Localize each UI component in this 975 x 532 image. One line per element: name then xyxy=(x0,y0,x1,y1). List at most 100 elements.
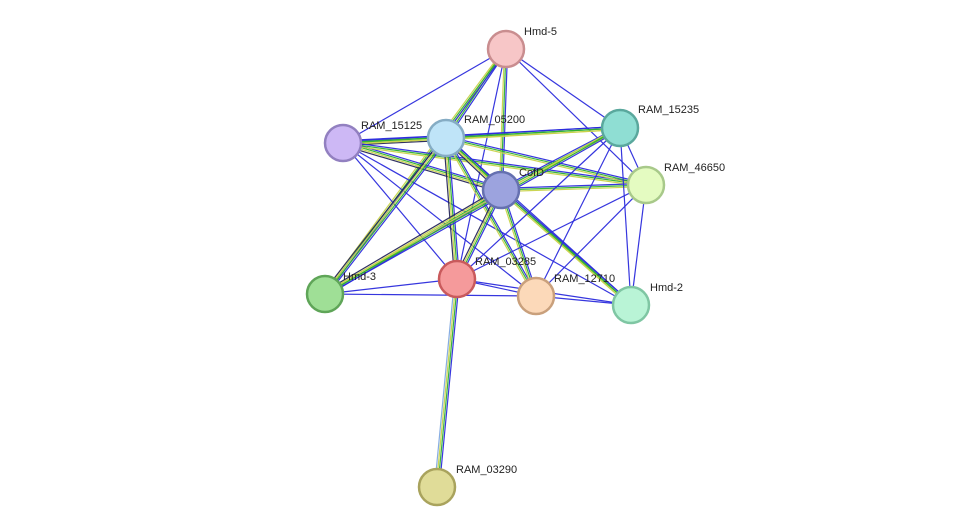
edge-line-yellow xyxy=(499,190,631,307)
node-ram15235[interactable]: RAM_15235 xyxy=(600,104,699,148)
edge-line-blue xyxy=(447,137,460,279)
node-circle[interactable] xyxy=(611,285,651,325)
node-circle[interactable] xyxy=(323,123,363,163)
node-ram15125[interactable]: RAM_15125 xyxy=(323,120,422,163)
edge-line-blue xyxy=(456,127,621,280)
edge-line-blue xyxy=(342,48,507,144)
node-circle[interactable] xyxy=(516,276,556,316)
node-label: Hmd-5 xyxy=(524,26,557,38)
node-circle[interactable] xyxy=(417,467,457,507)
edge-line-blue xyxy=(535,127,621,297)
edge-hmd5-ram15235[interactable] xyxy=(505,48,621,129)
edge-line-green xyxy=(445,137,537,297)
edge-ram03285-ram03290[interactable] xyxy=(434,278,460,488)
edge-line-blue xyxy=(456,184,647,280)
edge-line-yellow xyxy=(323,137,446,294)
edge-hmd5-ram15125[interactable] xyxy=(342,48,507,144)
node-label: RAM_03285 xyxy=(475,256,536,268)
node-ram03285[interactable]: RAM_03285 xyxy=(437,256,536,299)
edge-line-yellow xyxy=(446,128,621,141)
node-cofd[interactable]: CofD xyxy=(481,167,544,210)
edge-ram15235-hmd3[interactable] xyxy=(323,126,622,296)
edge-line-lightblue xyxy=(434,278,456,487)
node-label: Hmd-3 xyxy=(343,271,376,283)
node-circle[interactable] xyxy=(305,274,345,314)
edge-ram15235-ram12710[interactable] xyxy=(535,127,621,297)
edge-ram46650-hmd2[interactable] xyxy=(630,184,647,306)
edge-ram15125-ram03285[interactable] xyxy=(342,142,458,280)
edge-line-green xyxy=(325,138,448,295)
node-circle[interactable] xyxy=(426,118,466,158)
node-label: RAM_03290 xyxy=(456,464,517,476)
edge-line-blue xyxy=(630,184,647,306)
node-circle[interactable] xyxy=(486,29,526,69)
edge-ram15125-ram12710[interactable] xyxy=(342,142,537,297)
node-label: RAM_15125 xyxy=(361,120,422,132)
edge-line-yellow xyxy=(323,126,620,294)
edge-line-blue xyxy=(501,188,633,305)
node-ram05200[interactable]: RAM_05200 xyxy=(426,114,525,158)
node-circle[interactable] xyxy=(437,259,477,299)
edge-cofd-hmd2[interactable] xyxy=(499,188,633,307)
edge-ram05200-ram03285[interactable] xyxy=(443,137,460,280)
edge-line-blue xyxy=(324,278,458,295)
edge-line-yellow xyxy=(444,138,457,280)
edge-line-blue xyxy=(326,139,449,296)
edge-line-blue xyxy=(324,293,537,297)
edge-line-green xyxy=(446,137,459,279)
node-label: RAM_46650 xyxy=(664,162,725,174)
edge-ram05200-ram15235[interactable] xyxy=(445,125,621,141)
edge-line-green xyxy=(324,127,621,295)
edge-line-blue xyxy=(446,135,647,185)
edge-line-yellow xyxy=(501,185,647,193)
edge-line-blue xyxy=(446,136,538,296)
node-ram46650[interactable]: RAM_46650 xyxy=(626,162,725,205)
node-label: Hmd-2 xyxy=(650,282,683,294)
edge-ram46650-ram03285[interactable] xyxy=(456,184,647,280)
node-hmd3[interactable]: Hmd-3 xyxy=(305,271,376,314)
network-nodes: Hmd-5 RAM_15235 RAM_15125 RAM_05200 CofD… xyxy=(305,26,725,507)
node-hmd2[interactable]: Hmd-2 xyxy=(611,282,683,325)
edge-line-navy xyxy=(443,138,456,280)
edge-line-green xyxy=(445,127,621,139)
edge-ram46650-ram12710[interactable] xyxy=(535,184,647,297)
edge-line-green xyxy=(445,137,647,186)
node-ram03290[interactable]: RAM_03290 xyxy=(417,464,517,507)
edge-line-blue xyxy=(505,48,621,129)
node-circle[interactable] xyxy=(626,165,666,205)
node-label: CofD xyxy=(519,167,544,179)
edge-line-blue xyxy=(499,126,620,190)
edge-line-blue xyxy=(438,279,460,488)
edge-line-yellow xyxy=(445,138,646,188)
node-ram12710[interactable]: RAM_12710 xyxy=(516,273,615,316)
edge-line-yellow xyxy=(435,278,457,487)
edge-ram05200-ram46650[interactable] xyxy=(445,135,647,188)
node-circle[interactable] xyxy=(600,108,640,148)
edge-line-green xyxy=(437,279,459,488)
node-label: RAM_12710 xyxy=(554,273,615,285)
edge-line-green xyxy=(500,184,647,191)
edge-line-blue xyxy=(535,184,647,297)
edge-line-blue xyxy=(325,128,622,296)
edge-ram15235-hmd2[interactable] xyxy=(619,127,632,306)
edge-hmd3-ram03285[interactable] xyxy=(324,278,458,295)
edge-ram15235-ram03285[interactable] xyxy=(456,127,621,280)
network-edges xyxy=(322,47,647,488)
edge-line-blue xyxy=(342,142,458,280)
edge-line-blue xyxy=(619,127,632,306)
edge-line-blue xyxy=(445,125,620,138)
edge-line-yellow xyxy=(342,143,646,188)
node-hmd5[interactable]: Hmd-5 xyxy=(486,26,557,69)
edge-ram05200-hmd3[interactable] xyxy=(322,136,449,296)
node-label: RAM_15235 xyxy=(638,104,699,116)
edge-line-navy xyxy=(323,187,501,293)
edge-line-green xyxy=(500,189,632,306)
node-circle[interactable] xyxy=(481,170,521,210)
edge-line-navy xyxy=(322,136,445,293)
edge-line-green xyxy=(343,141,502,190)
node-label: RAM_05200 xyxy=(464,114,525,126)
edge-line-blue xyxy=(500,182,646,190)
edge-hmd3-ram12710[interactable] xyxy=(324,293,537,297)
edge-cofd-ram46650[interactable] xyxy=(500,182,647,193)
